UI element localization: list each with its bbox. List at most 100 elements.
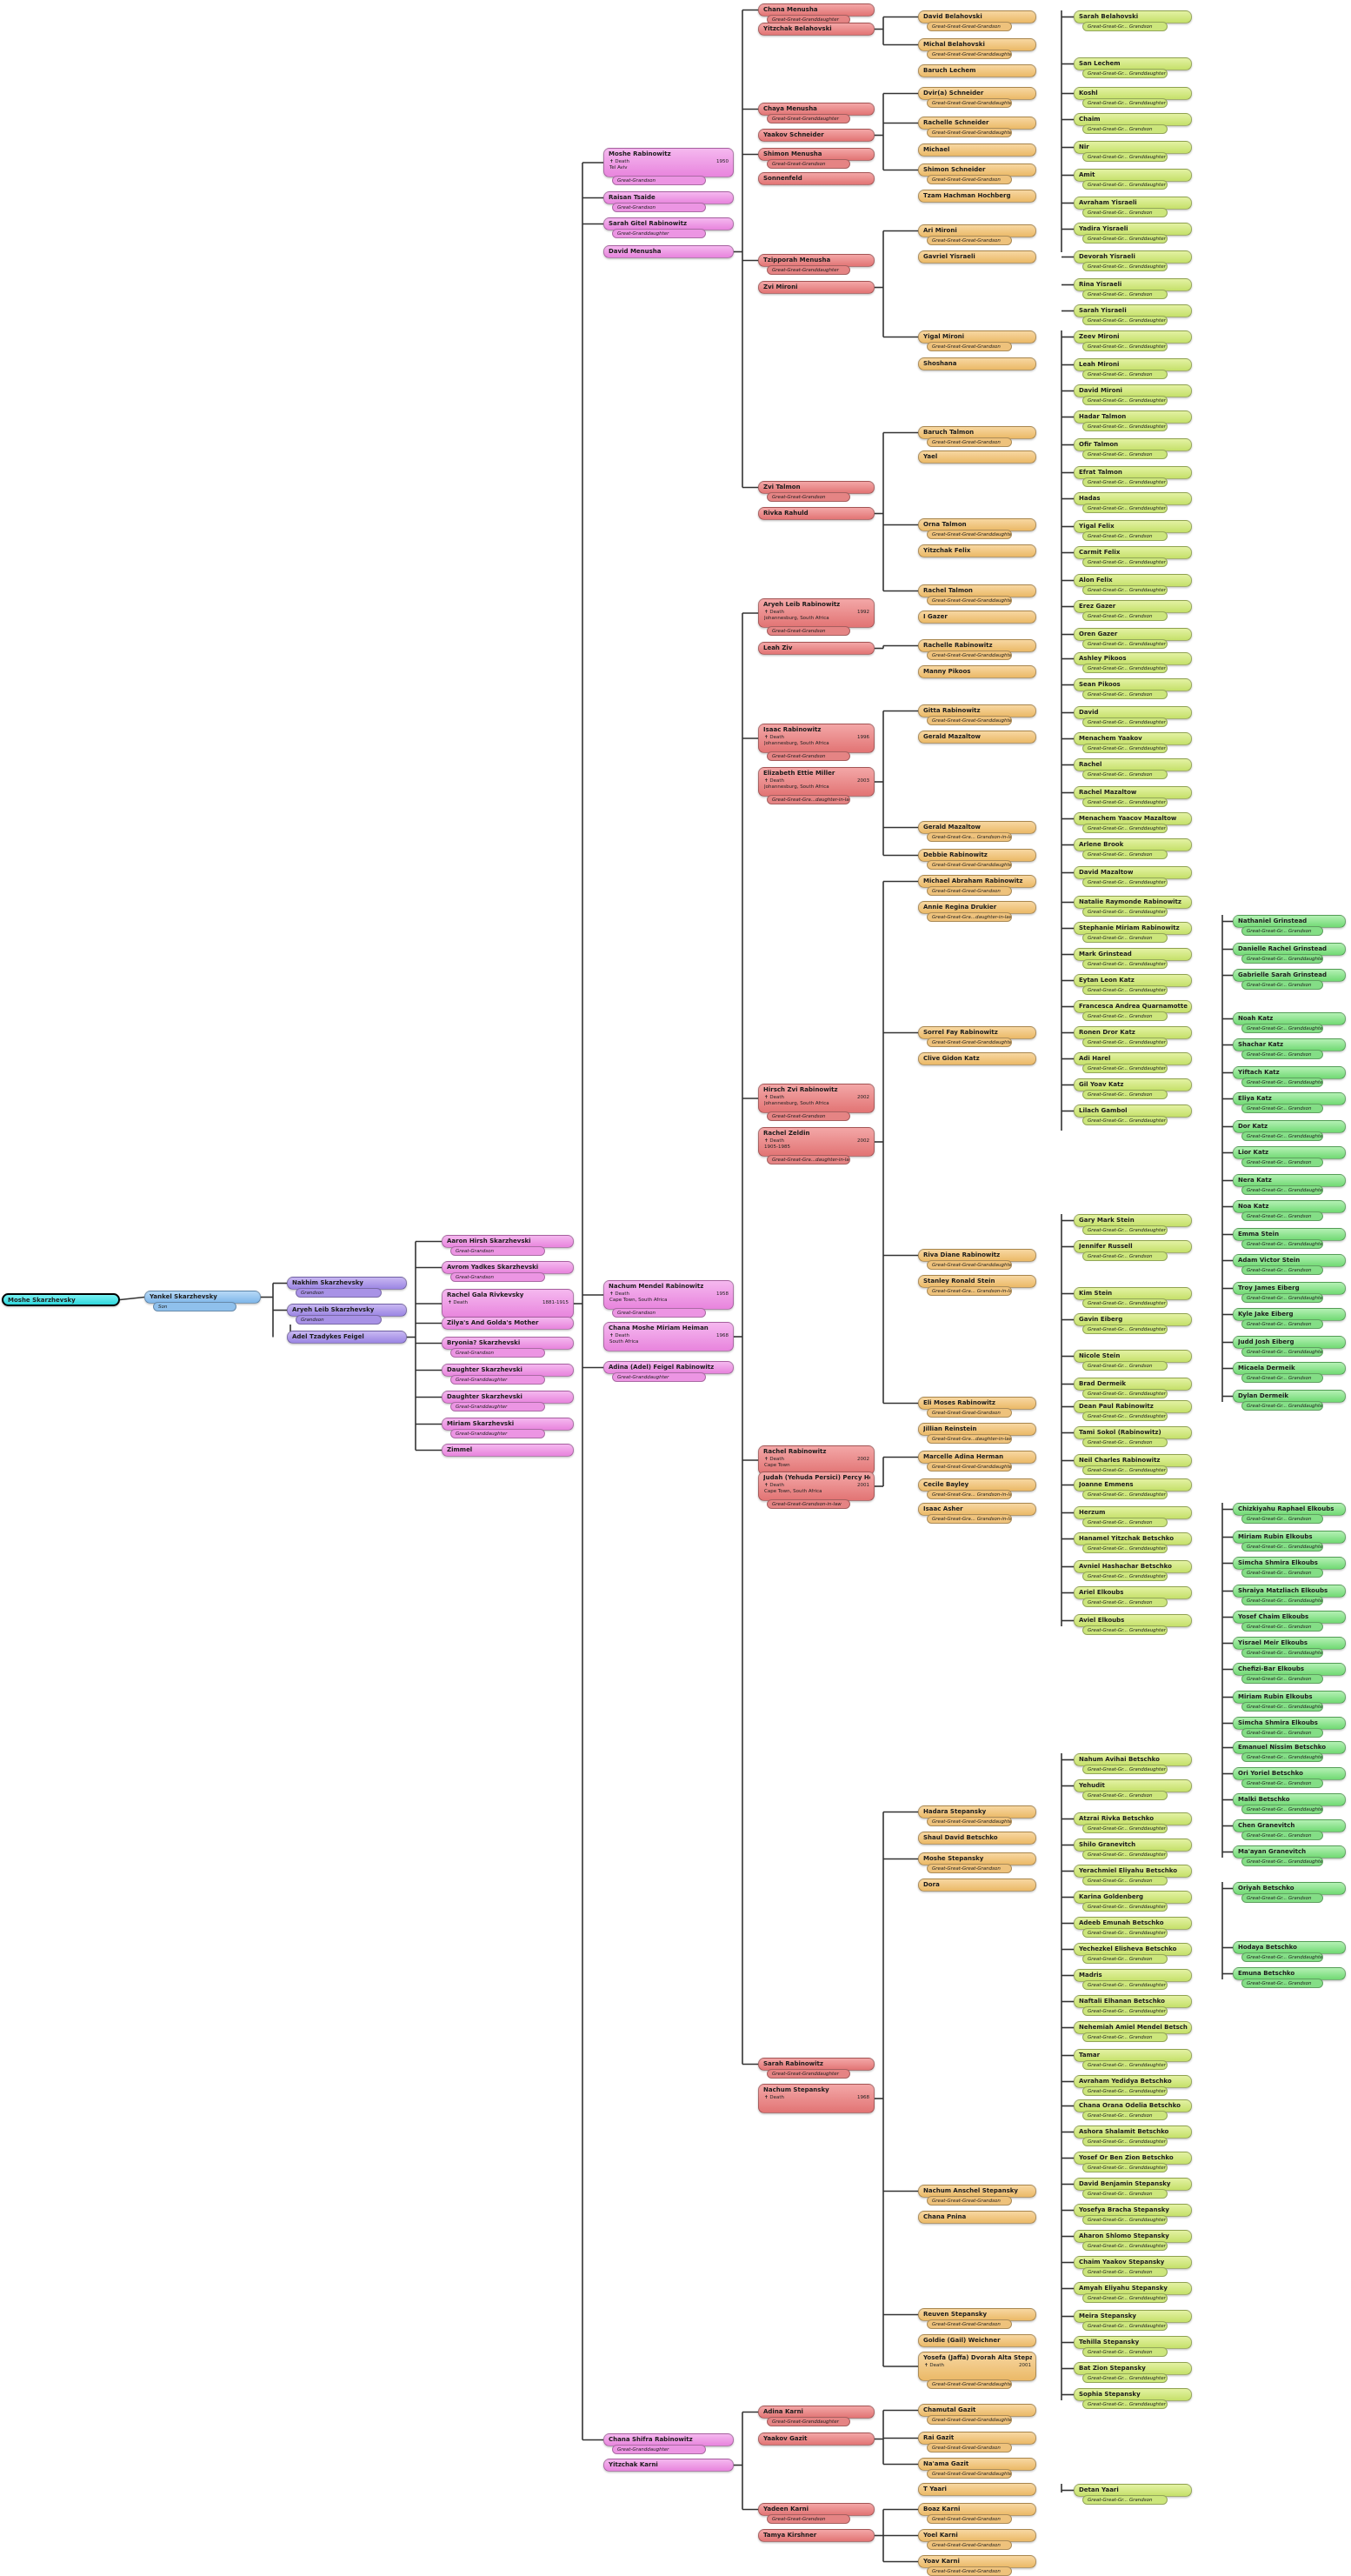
person-node[interactable]: Yitzchak Karni xyxy=(603,2459,734,2472)
relationship-tag: Great-Great-Gr... Granddaughter xyxy=(1241,1024,1323,1033)
relationship-tag: Great-Great-Great-Granddaughter xyxy=(927,128,1012,137)
relationship-tag: Great-Great-Great-Grandson xyxy=(927,342,1012,351)
relationship-tag: Great-Great-Gr... Grandson xyxy=(1082,1518,1168,1527)
relationship-tag: Great-Great-Gra... Grandson-in-law xyxy=(927,832,1012,842)
relationship-tag: Great-Great-Gr... Granddaughter xyxy=(1082,2137,1168,2146)
death-label: ✝ Death xyxy=(764,1138,784,1144)
person-name: Herzum xyxy=(1079,1509,1106,1516)
person-node[interactable]: Yaakov Gazit xyxy=(758,2433,875,2446)
relationship-tag: Great-Grandson xyxy=(612,203,706,212)
relationship-tag: Great-Great-Gr... Grandson xyxy=(1082,22,1168,31)
person-node[interactable]: Baruch Lechem xyxy=(918,64,1036,77)
person-name: Gerald Mazaltow xyxy=(923,733,982,740)
person-name: David Mironi xyxy=(1079,387,1122,394)
person-node[interactable]: Shaul David Betschko xyxy=(918,1832,1036,1845)
person-name: Gary Mark Stein xyxy=(1079,1217,1135,1224)
person-node[interactable]: I Gazer xyxy=(918,611,1036,624)
person-node[interactable]: Yitzchak Belahovski xyxy=(758,23,875,36)
relationship-tag: Great-Great-Gr... Granddaughter xyxy=(1082,1465,1168,1475)
relationship-tag: Great-Great-Gr... Grandson xyxy=(1241,1158,1323,1167)
relationship-tag: Great-Great-Gr... Granddaughter xyxy=(1082,1411,1168,1421)
person-node[interactable]: Zimmel xyxy=(442,1444,574,1457)
person-node[interactable]: Zvi Mironi xyxy=(758,281,875,294)
person-node[interactable]: Gavriel Yisraeli xyxy=(918,250,1036,264)
relationship-tag: Great-Great-Gr... Granddaughter xyxy=(1082,2241,1168,2251)
person-node[interactable]: Goldie (Gail) Weichner xyxy=(918,2334,1036,2347)
person-node[interactable]: T Yaari xyxy=(918,2483,1036,2496)
person-name: Ofir Talmon xyxy=(1079,441,1119,448)
person-name: Gavin Eiberg xyxy=(1079,1316,1123,1323)
person-name: Adeeb Emunah Betschko xyxy=(1079,1919,1164,1926)
person-node[interactable]: Gerald Mazaltow xyxy=(918,731,1036,744)
person-node[interactable]: Tamya Kirshner xyxy=(758,2529,875,2542)
person-node[interactable]: Yosefa (Jaffa) Dvorah Alta Stepansky✝ De… xyxy=(918,2352,1036,2381)
person-name: Yosef Or Ben Zion Betschko xyxy=(1079,2154,1174,2161)
person-name: Gil Yoav Katz xyxy=(1079,1081,1124,1088)
relationship-tag: Great-Great-Great-Grandson xyxy=(927,22,1012,31)
relationship-tag: Great-Great-Gr... Granddaughter xyxy=(1082,824,1168,833)
person-node[interactable]: Judah (Yehuda Persici) Percy Herman✝ Dea… xyxy=(758,1472,875,1501)
person-node[interactable]: Yaakov Schneider xyxy=(758,129,875,142)
relationship-tag: Grandson xyxy=(296,1288,382,1298)
person-node[interactable]: David Menusha xyxy=(603,245,734,258)
relationship-tag: Great-Great-Great-Granddaughter xyxy=(927,530,1012,539)
relationship-tag: Great-Great-Gr... Grandson xyxy=(1241,926,1323,936)
relationship-tag: Great-Great-Gr... Grandson xyxy=(1082,1011,1168,1021)
person-node[interactable]: Tami Sokol (Rabinowitz) xyxy=(1074,1426,1192,1439)
relationship-tag: Great-Great-Granddaughter xyxy=(767,2069,850,2079)
person-node[interactable]: Yitzchak Felix xyxy=(918,544,1036,557)
person-node[interactable]: Rivka Rahuld xyxy=(758,507,875,520)
person-name: Gavriel Yisraeli xyxy=(923,253,975,260)
person-name: Chaim Yaakov Stepansky xyxy=(1079,2259,1165,2266)
person-node[interactable]: Moshe Skarzhevsky xyxy=(2,1293,120,1306)
person-name: Nicole Stein xyxy=(1079,1352,1121,1359)
person-node[interactable]: Sonnenfeld xyxy=(758,172,875,185)
person-node[interactable]: Leah Ziv xyxy=(758,642,875,655)
person-name: Eli Moses Rabinowitz xyxy=(923,1399,995,1406)
person-node[interactable]: Zilya's And Golda's Mother xyxy=(442,1317,574,1330)
person-name: Yigal Mironi xyxy=(923,333,965,340)
relationship-tag: Great-Great-Gr... Grandson xyxy=(1082,2267,1168,2277)
relationship-tag: Great-Great-Gra... Grandson-in-law xyxy=(927,1286,1012,1296)
death-place: South Africa xyxy=(609,1339,639,1345)
person-node[interactable]: Manny Pikoos xyxy=(918,665,1036,678)
person-node[interactable]: Yael xyxy=(918,450,1036,464)
person-name: Ariel Elkoubs xyxy=(1079,1589,1124,1596)
death-label: ✝ Death xyxy=(448,1300,468,1305)
person-node[interactable]: Yosefya Bracha Stepansky xyxy=(1074,2204,1192,2217)
death-label: ✝ Death xyxy=(609,159,629,164)
relationship-tag: Great-Grandson xyxy=(450,1272,545,1282)
person-node[interactable]: Michael xyxy=(918,143,1036,157)
person-node[interactable]: Adel Tzadykes Feigel xyxy=(287,1331,407,1344)
person-name: Clive Gidon Katz xyxy=(923,1055,980,1062)
person-name: Chana Shifra Rabinowitz xyxy=(609,2436,693,2443)
person-node[interactable]: Clive Gidon Katz xyxy=(918,1052,1036,1065)
person-name: Ashley Pikoos xyxy=(1079,655,1127,662)
person-node[interactable]: Shoshana xyxy=(918,357,1036,370)
relationship-tag: Great-Great-Gr... Granddaughter xyxy=(1082,152,1168,162)
person-name: Stanley Ronald Stein xyxy=(923,1278,995,1285)
relationship-tag: Great-Great-Great-Granddaughter xyxy=(927,1817,1012,1826)
person-name: Yosef Chaim Elkoubs xyxy=(1238,1613,1309,1620)
relationship-tag: Great-Great-Grandson xyxy=(767,1111,850,1121)
person-name: Dylan Dermeik xyxy=(1238,1392,1289,1399)
relationship-tag: Great-Great-Gr... Granddaughter xyxy=(1082,2006,1168,2016)
death-date: 2001 xyxy=(857,1483,869,1488)
person-name: Efrat Talmon xyxy=(1079,469,1122,476)
person-node[interactable]: Chana Pnina xyxy=(918,2211,1036,2224)
person-node[interactable]: Dora xyxy=(918,1879,1036,1892)
person-node[interactable]: Tzam Hachman Hochberg xyxy=(918,190,1036,203)
death-date: 1958 xyxy=(716,1291,729,1297)
person-name: Yoel Karni xyxy=(923,2532,958,2539)
